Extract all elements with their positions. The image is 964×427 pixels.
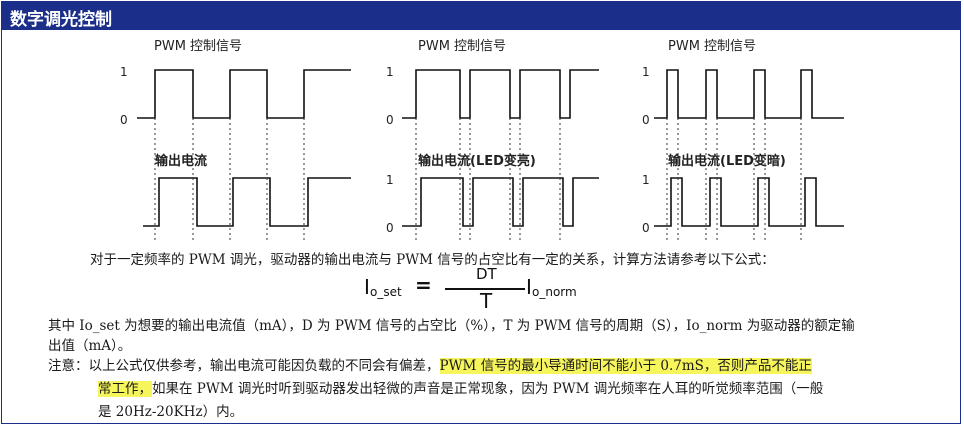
panel-3-pwm-high-label: 1 bbox=[642, 65, 650, 79]
header-bar: 数字调光控制 bbox=[2, 2, 960, 30]
formula-numerator: DT bbox=[476, 265, 497, 283]
panel-1-pwm-label: PWM 控制信号 bbox=[154, 39, 242, 54]
panel-1: PWM 控制信号 1 0 输出电流 bbox=[120, 39, 351, 240]
panel-1-output-label: 输出电流 bbox=[155, 153, 207, 169]
note-highlight-part-2: 常工作， bbox=[98, 381, 152, 397]
panel-3-pwm-low-label: 0 bbox=[642, 113, 650, 127]
panel-1-pwm-waveform bbox=[137, 69, 351, 119]
panel-2-pwm-high-label: 1 bbox=[386, 65, 394, 79]
panel-2-guide-lines bbox=[415, 118, 561, 240]
formula-rhs: I bbox=[526, 275, 532, 299]
note-prefix: 注意：以上公式仅供参考，输出电流可能因负载的不同会有偏差， bbox=[48, 358, 440, 374]
note-line-2: 常工作，如果在 PWM 调光时听到驱动器发出轻微的声音是正常现象，因为 PWM … bbox=[98, 377, 823, 397]
formula-equals: = bbox=[415, 273, 432, 297]
formula-lhs: I bbox=[364, 275, 370, 299]
formula-lhs-sub: o_set bbox=[370, 285, 402, 299]
panel-2-pwm-waveform bbox=[402, 69, 599, 119]
panel-3-out-low-label: 0 bbox=[642, 221, 650, 235]
description-line-1: 其中 Io_set 为想要的输出电流值（mA），D 为 PWM 信号的占空比（%… bbox=[48, 318, 855, 334]
panel-2-pwm-label: PWM 控制信号 bbox=[418, 39, 506, 54]
panel-3-output-waveform bbox=[654, 177, 844, 227]
panel-3-out-high-label: 1 bbox=[642, 173, 650, 187]
note-line-1: 注意：以上公式仅供参考，输出电流可能因负载的不同会有偏差，PWM 信号的最小导通… bbox=[48, 354, 812, 374]
panel-2-output-waveform bbox=[402, 177, 599, 227]
panel-2-pwm-low-label: 0 bbox=[386, 113, 394, 127]
formula-denominator: T bbox=[480, 289, 493, 313]
panel-3-pwm-waveform bbox=[654, 69, 844, 119]
intro-text: 对于一定频率的 PWM 调光，驱动器的输出电流与 PWM 信号的占空比有一定的关… bbox=[90, 252, 775, 268]
panel-1-pwm-high-label: 1 bbox=[120, 65, 128, 79]
note-highlight-part-1: PWM 信号的最小导通时间不能小于 0.7mS，否则产品不能正 bbox=[439, 358, 812, 374]
panel-2-out-low-label: 0 bbox=[386, 221, 394, 235]
panel-2-output-label: 输出电流(LED变亮) bbox=[418, 153, 536, 169]
note-line-3: 是 20Hz-20KHz）内。 bbox=[98, 404, 244, 420]
panel-2: PWM 控制信号 1 0 输出电流(LED变亮) 1 0 bbox=[386, 39, 599, 240]
panel-1-output-waveform bbox=[143, 177, 351, 227]
panel-3-pwm-label: PWM 控制信号 bbox=[668, 39, 756, 54]
header-title: 数字调光控制 bbox=[10, 10, 112, 30]
panel-3-output-label: 输出电流(LED变暗) bbox=[668, 153, 786, 169]
panel-1-guide-lines bbox=[154, 118, 305, 240]
waveform-diagram: PWM 控制信号 1 0 输出电流 PWM 控制信号 1 0 输出电流(LED变… bbox=[120, 39, 844, 240]
panel-3: PWM 控制信号 1 0 输出电流(LED变暗) 1 0 bbox=[642, 39, 844, 240]
formula-rhs-sub: o_norm bbox=[532, 285, 577, 299]
note-rest-part-1: 如果在 PWM 调光时听到驱动器发出轻微的声音是正常现象，因为 PWM 调光频率… bbox=[152, 381, 824, 397]
formula: I o_set = DT T I o_norm bbox=[364, 265, 604, 313]
panel-3-guide-lines bbox=[666, 118, 802, 240]
formula-fraction-bar bbox=[445, 288, 525, 290]
description-line-2: 出值（mA）。 bbox=[48, 338, 132, 354]
panel-1-pwm-low-label: 0 bbox=[120, 113, 128, 127]
panel-2-out-high-label: 1 bbox=[386, 173, 394, 187]
